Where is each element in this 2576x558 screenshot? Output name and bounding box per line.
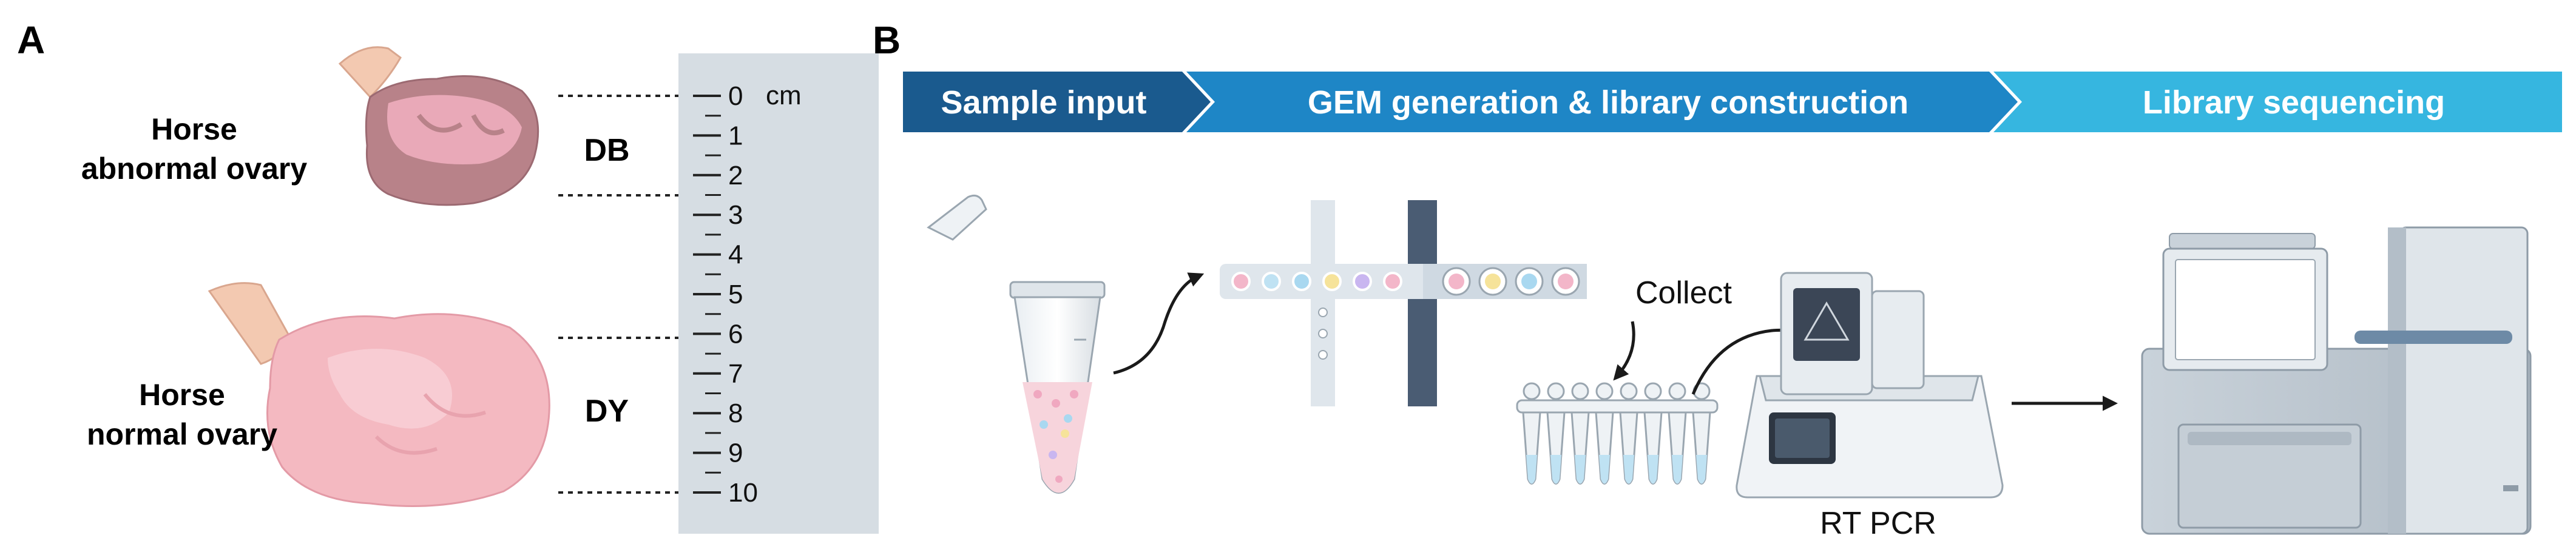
step-label-library-sequencing: Library sequencing [2143,84,2445,121]
ruler-tick-label: 3 [728,200,743,230]
step-sample-input [903,72,1211,132]
pcr-cap [1523,382,1541,400]
pcr-liquid [1526,455,1537,484]
panel-a-letter: A [17,18,45,62]
pcr-cap [1644,382,1662,400]
pcr-cap [1620,382,1638,400]
arrow-collect [1613,321,1635,381]
ruler-tick-label: 8 [728,398,743,428]
abnormal-ovary-illustration [338,46,539,206]
normal-label-line1: Horse [139,378,225,412]
ruler-tick-label: 5 [728,280,743,309]
rtpcr-label: RT PCR [1820,506,1936,541]
panel-b-letter: B [873,18,901,62]
microcentrifuge-tube-icon [927,194,1106,494]
normal-ovary-illustration [208,282,550,507]
droplet [1353,272,1372,291]
microfluidic-chip-icon [1220,200,1587,406]
gem-bead [1558,274,1574,289]
step-label-sample-input: Sample input [941,84,1146,121]
gem-bead [1485,274,1501,289]
step-gem-generation [1186,72,2018,132]
ruler-ticks: 0 1 2 3 4 5 6 7 8 9 10 [693,81,758,508]
sequencer-icon [2141,226,2532,535]
droplet [1383,272,1402,291]
pcr-liquid [1623,455,1634,484]
ruler-tick-label: 7 [728,359,743,389]
pcr-liquid [1550,455,1561,484]
ruler-tick-label: 4 [728,240,743,270]
pcr-cap [1547,382,1565,400]
normal-code: DY [585,394,629,429]
thermocycler-icon [1736,272,2004,499]
step-label-gem-generation: GEM generation & library construction [1308,84,1908,121]
pcr-liquid [1599,455,1610,484]
abnormal-label-line1: Horse [151,112,237,146]
gem-bead [1449,274,1464,289]
pcr-liquid [1575,455,1586,484]
guide-lines [558,95,686,494]
pcr-tube-strip-icon [1516,382,1719,485]
droplet [1262,272,1281,291]
ruler-unit: cm [766,81,802,110]
droplet [1322,272,1342,291]
droplet [1231,272,1251,291]
ruler-tick-label: 9 [728,439,743,468]
pcr-liquid [1696,455,1707,484]
abnormal-label-line2: abnormal ovary [81,152,308,186]
arrow-tube-to-chip [1113,272,1205,375]
ruler-tick-label: 10 [728,478,758,508]
abnormal-code: DB [584,133,629,168]
pcr-cap [1668,382,1686,400]
pcr-liquid [1648,455,1658,484]
ruler-tick-label: 0 [728,81,743,111]
pcr-cap [1595,382,1614,400]
step-library-sequencing [1993,72,2562,132]
normal-label-line2: normal ovary [87,417,277,451]
pcr-cap [1571,382,1589,400]
ruler-tick-label: 2 [728,161,743,190]
workflow-banner: Sample input GEM generation & library co… [903,72,2562,132]
ruler-tick-label: 1 [728,121,743,150]
gem-bead [1521,274,1537,289]
pcr-liquid [1672,455,1683,484]
collect-label: Collect [1635,275,1732,311]
droplet [1292,272,1311,291]
ruler-tick-label: 6 [728,319,743,349]
